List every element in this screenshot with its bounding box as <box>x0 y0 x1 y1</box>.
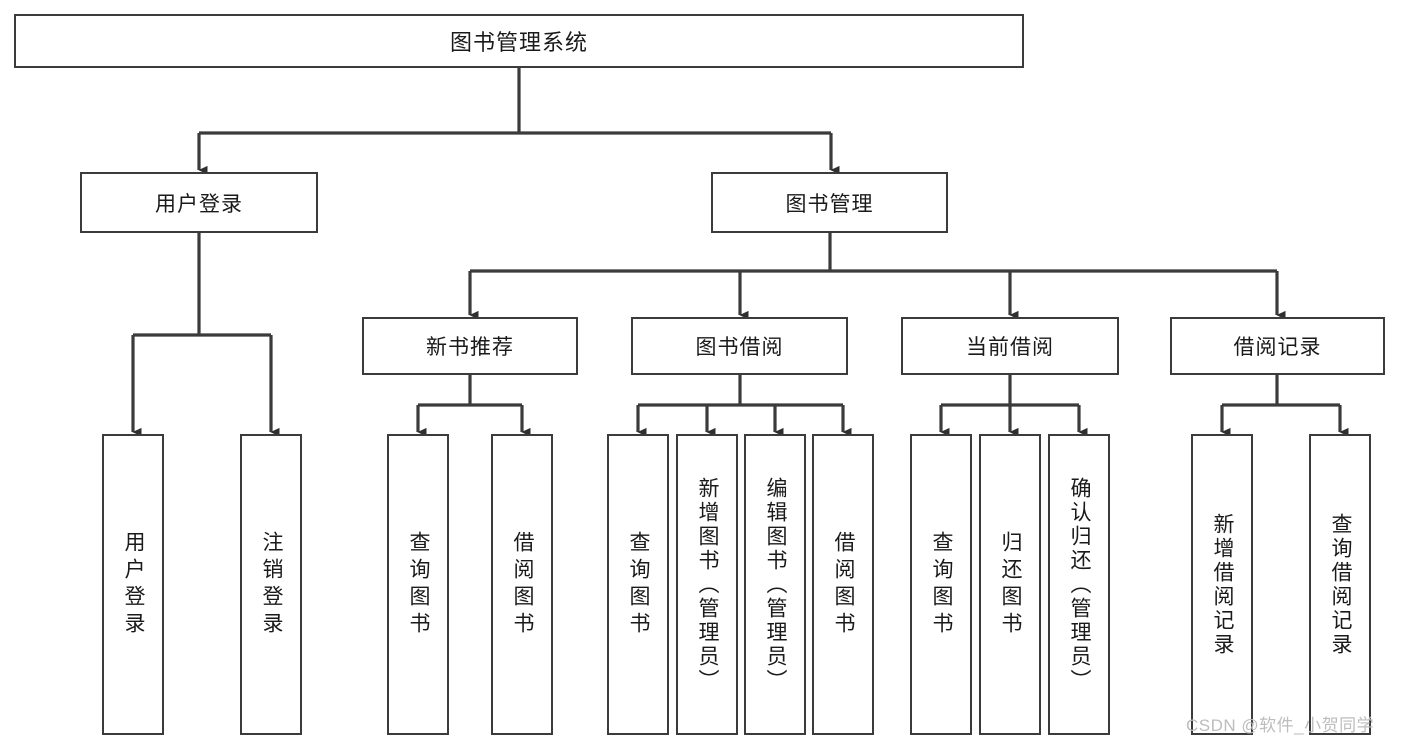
leaf-add-book-admin[interactable]: 新增图书（管理员） <box>676 434 738 735</box>
node-root-system[interactable]: 图书管理系统 <box>14 14 1024 68</box>
leaf-query-book-recommend[interactable]: 查询图书 <box>387 434 449 735</box>
node-book-borrow[interactable]: 图书借阅 <box>631 317 848 375</box>
node-current-borrow[interactable]: 当前借阅 <box>901 317 1119 375</box>
leaf-query-book-current[interactable]: 查询图书 <box>910 434 972 735</box>
node-new-book-recommend[interactable]: 新书推荐 <box>362 317 578 375</box>
node-book-management[interactable]: 图书管理 <box>711 172 948 233</box>
leaf-confirm-return-admin[interactable]: 确认归还（管理员） <box>1048 434 1110 735</box>
leaf-query-borrow-record[interactable]: 查询借阅记录 <box>1309 434 1371 735</box>
leaf-borrow-book[interactable]: 借阅图书 <box>812 434 874 735</box>
node-user-login[interactable]: 用户登录 <box>80 172 318 233</box>
leaf-return-book[interactable]: 归还图书 <box>979 434 1041 735</box>
leaf-logout[interactable]: 注销登录 <box>240 434 302 735</box>
leaf-query-book-borrow[interactable]: 查询图书 <box>607 434 669 735</box>
leaf-borrow-book-recommend[interactable]: 借阅图书 <box>491 434 553 735</box>
leaf-add-borrow-record[interactable]: 新增借阅记录 <box>1191 434 1253 735</box>
node-borrow-records[interactable]: 借阅记录 <box>1170 317 1385 375</box>
leaf-edit-book-admin[interactable]: 编辑图书（管理员） <box>744 434 806 735</box>
leaf-user-login[interactable]: 用户登录 <box>102 434 164 735</box>
